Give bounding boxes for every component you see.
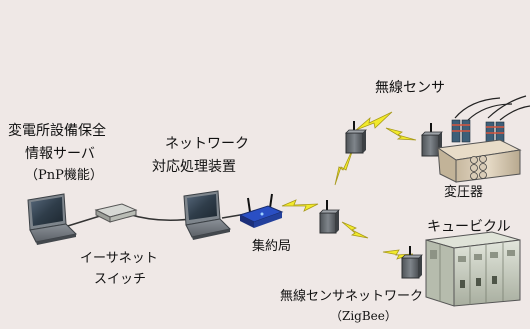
transformer-icon <box>436 95 530 183</box>
wireless-sensor-icon <box>421 123 443 157</box>
cubicle-icon <box>425 231 521 307</box>
concentrator-label: 集約局 <box>252 239 292 254</box>
server-label-line2: 情報サーバ <box>25 146 95 162</box>
wireless-sensor-icon <box>345 121 367 154</box>
wireless-sensor-icon <box>319 200 340 234</box>
wireless-router-icon <box>238 193 284 228</box>
wireless-sensor-label: 無線センサ <box>375 80 445 96</box>
sensor-network-label-line2: （ZigBee） <box>330 309 397 323</box>
processor-label-line1: ネットワーク <box>165 136 249 152</box>
transformer-label: 変圧器 <box>444 185 484 200</box>
cubicle-label: キュービクル <box>427 219 511 235</box>
lightning-bolt-icon <box>281 111 417 260</box>
wireless-sensor-icon <box>401 246 423 279</box>
sensor-network-label-line1: 無線センサネットワーク <box>280 289 424 304</box>
server-label-line3: （PnP機能） <box>25 168 103 183</box>
switch-label-line1: イーサネット <box>80 251 158 266</box>
ethernet-switch-icon <box>94 203 138 223</box>
processor-label-line2: 対応処理装置 <box>152 159 236 175</box>
switch-label-line2: スイッチ <box>94 272 147 287</box>
server-label-line1: 変電所設備保全 <box>8 123 106 139</box>
laptop-icon <box>183 190 232 240</box>
laptop-icon <box>27 193 78 245</box>
